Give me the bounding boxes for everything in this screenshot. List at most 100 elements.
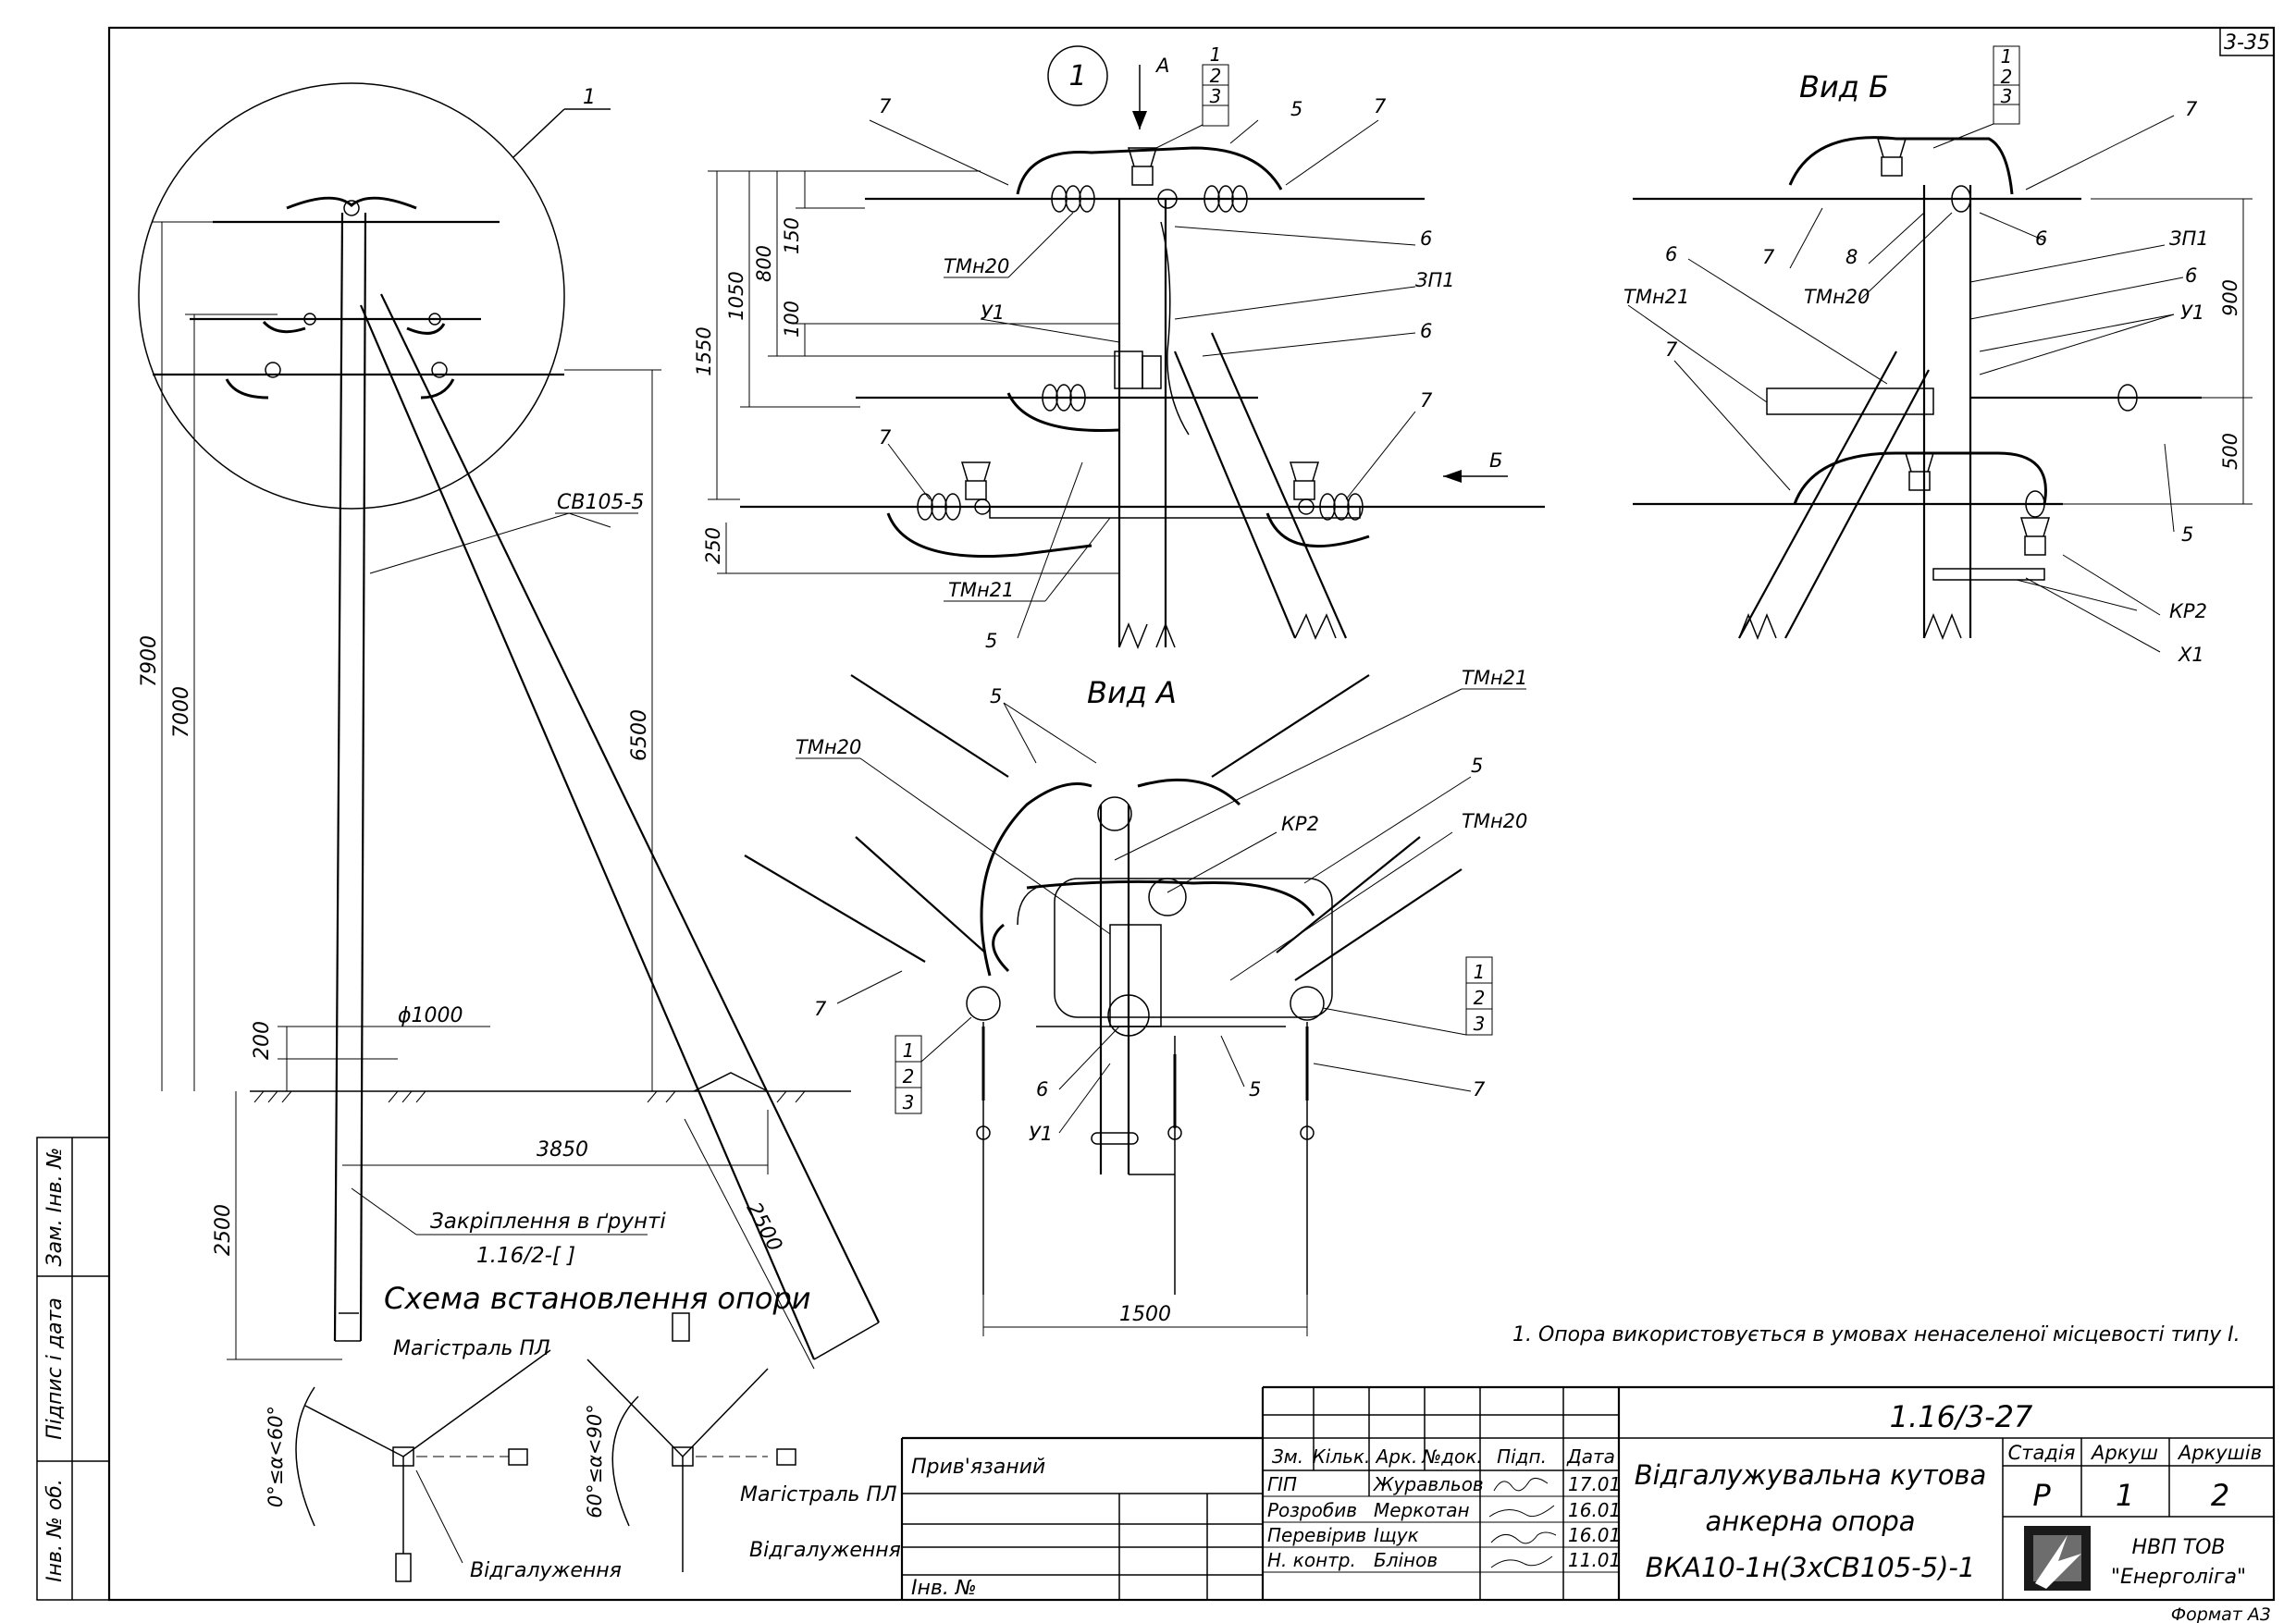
view-a: Вид А 1500 bbox=[744, 667, 1527, 1336]
schema-left: 0°≤α<60° Магістраль ПЛ Відгалуження bbox=[265, 1337, 622, 1582]
va-label-y1: У1 bbox=[1029, 1123, 1053, 1145]
vb-label-8: 8 bbox=[1845, 246, 1858, 268]
vb-label-7c: 7 bbox=[1762, 246, 1775, 268]
company-logo bbox=[2024, 1526, 2091, 1591]
foundation-ref: 1.16/2-[ ] bbox=[476, 1244, 575, 1268]
view-a-stack-r3: 3 bbox=[1474, 1013, 1486, 1035]
hdr-data: Дата bbox=[1566, 1445, 1615, 1468]
d1-label-7c: 7 bbox=[879, 426, 892, 449]
row1-date: 17.01 bbox=[1568, 1473, 1621, 1495]
dim-hole: ϕ1000 bbox=[398, 1004, 463, 1027]
va-label-kr2: КР2 bbox=[1281, 813, 1319, 835]
hdr-zm: Зм. bbox=[1272, 1445, 1303, 1468]
post-label: СВ105-5 bbox=[557, 491, 644, 514]
dim-1050: 1050 bbox=[725, 271, 747, 320]
row4-date: 11.01 bbox=[1568, 1549, 1621, 1571]
vb-label-7b: 7 bbox=[1665, 338, 1678, 361]
sheet-value: 1 bbox=[2116, 1478, 2134, 1513]
dim-1550: 1550 bbox=[693, 326, 715, 375]
d1-label-tmn21: ТМн21 bbox=[948, 579, 1014, 601]
vb-label-5: 5 bbox=[2181, 523, 2193, 546]
schema-right: 60°≤α<90° Магістраль ПЛ Відгалуження bbox=[584, 1312, 901, 1572]
view-a-stack-l2: 2 bbox=[903, 1065, 915, 1088]
stage-value: Р bbox=[2032, 1478, 2051, 1513]
dim-7000: 7000 bbox=[170, 686, 193, 738]
side-cell-zam: Зам. Інв. № bbox=[43, 1148, 67, 1267]
row2-name: Меркотан bbox=[1374, 1499, 1470, 1521]
detail-dimensions: 1550 1050 800 150 100 250 bbox=[693, 170, 1119, 574]
schema-right-main: Магістраль ПЛ bbox=[740, 1483, 897, 1506]
vb-label-zp1: ЗП1 bbox=[2169, 227, 2209, 250]
stage-header: Стадія bbox=[2008, 1442, 2076, 1464]
d1-label-5b: 5 bbox=[985, 630, 997, 652]
row4-name: Блінов bbox=[1374, 1549, 1438, 1571]
main-pole bbox=[333, 212, 367, 1342]
crossarms bbox=[153, 196, 564, 400]
dim-100: 100 bbox=[781, 301, 803, 338]
view-b-stack-3: 3 bbox=[2001, 85, 2013, 107]
d1-label-7a: 7 bbox=[879, 95, 892, 117]
company-line-1: НВП ТОВ bbox=[2131, 1536, 2225, 1559]
view-b-title: Вид Б bbox=[1799, 69, 1889, 105]
dim-2500: 2500 bbox=[212, 1204, 235, 1256]
d1-label-6a: 6 bbox=[1420, 227, 1432, 250]
va-label-5c: 5 bbox=[1249, 1078, 1261, 1100]
view-a-stack-l3: 3 bbox=[903, 1091, 915, 1113]
inv-label: Інв. № bbox=[911, 1577, 977, 1600]
side-stamp: Зам. Інв. № Підпис і дата Інв. № об. bbox=[36, 1137, 110, 1601]
row2-date: 16.01 bbox=[1568, 1499, 1621, 1521]
schema-right-branch: Відгалуження bbox=[749, 1539, 901, 1562]
row4-role: Н. контр. bbox=[1267, 1549, 1356, 1571]
d1-label-tmn20: ТМн20 bbox=[944, 255, 1009, 277]
view-a-leaders: 5 ТМн21 ТМн20 5 КР2 ТМн20 7 6 У1 5 7 bbox=[796, 667, 1527, 1145]
va-label-tmn21: ТМн21 bbox=[1462, 667, 1527, 689]
d1-label-5: 5 bbox=[1290, 98, 1302, 120]
hdr-ark: Арк. bbox=[1375, 1445, 1418, 1468]
hdr-kilk: Кільк. bbox=[1313, 1445, 1371, 1468]
vb-label-x1: Х1 bbox=[2178, 644, 2204, 666]
dim-250: 250 bbox=[702, 527, 724, 564]
title-block: Прив'язаний Інв. № Зм. Кільк. Арк. №док.… bbox=[900, 1385, 2274, 1600]
view-b-dimensions: 900 500 bbox=[2063, 198, 2253, 505]
view-b: Вид Б 1 2 3 900 bbox=[1623, 45, 2253, 666]
view-b-stack-2: 2 bbox=[2001, 66, 2013, 88]
va-label-6: 6 bbox=[1036, 1078, 1048, 1100]
vb-label-y1: У1 bbox=[2180, 301, 2204, 324]
vb-label-7a: 7 bbox=[2185, 98, 2198, 120]
detail-stack-2: 2 bbox=[1210, 65, 1222, 87]
format-label: Формат А3 bbox=[2171, 1605, 2271, 1623]
view-a-stack-r2: 2 bbox=[1474, 987, 1486, 1009]
vb-label-6: 6 bbox=[1665, 243, 1677, 265]
title-line-1: Відгалужувальна кутова bbox=[1635, 1459, 1987, 1491]
doc-code: 1.16/3-27 bbox=[1890, 1399, 2033, 1434]
side-cell-pidpys: Підпис і дата bbox=[43, 1297, 67, 1440]
sheet-frame: 3-35 Формат А3 bbox=[107, 26, 2276, 1623]
va-label-7b: 7 bbox=[1473, 1078, 1486, 1100]
row3-role: Перевірив bbox=[1267, 1524, 1366, 1546]
view-a-stack-r1: 1 bbox=[1474, 961, 1486, 983]
detail-insulators bbox=[917, 147, 1364, 521]
va-label-tmn20b: ТМн20 bbox=[1462, 810, 1527, 832]
vb-label-tmn21: ТМн21 bbox=[1623, 286, 1689, 308]
installation-schema: Схема встановлення опори 0°≤α<60° Магіст… bbox=[265, 1281, 901, 1582]
row3-name: Іщук bbox=[1374, 1524, 1419, 1546]
dim-2500-strut: 2500 bbox=[742, 1199, 786, 1255]
hdr-pidp: Підп. bbox=[1497, 1445, 1547, 1468]
sheet-code: 3-35 bbox=[2224, 31, 2270, 55]
strut-pole bbox=[359, 293, 880, 1360]
schema-title: Схема встановлення опори bbox=[384, 1281, 811, 1316]
dim-900: 900 bbox=[2219, 279, 2241, 316]
sheets-value: 2 bbox=[2211, 1478, 2229, 1513]
schema-left-angle: 0°≤α<60° bbox=[265, 1406, 287, 1507]
detail-leaders: 7 5 7 ТМн20 6 ЗП1 У1 6 7 7 Б ТМн21 bbox=[869, 95, 1508, 652]
va-label-5b: 5 bbox=[1471, 755, 1483, 777]
signatures bbox=[1488, 1478, 1557, 1568]
schema-right-angle: 60°≤α<90° bbox=[584, 1404, 606, 1518]
sheet-header: Аркуш bbox=[2090, 1442, 2158, 1464]
privyazanyi-label: Прив'язаний bbox=[911, 1456, 1045, 1479]
company-line-2: "Енерголіга" bbox=[2111, 1566, 2246, 1589]
detail-callout-circle bbox=[138, 82, 565, 510]
vb-label-tmn20: ТМн20 bbox=[1804, 286, 1870, 308]
view-b-stack-1: 1 bbox=[2001, 45, 2013, 68]
